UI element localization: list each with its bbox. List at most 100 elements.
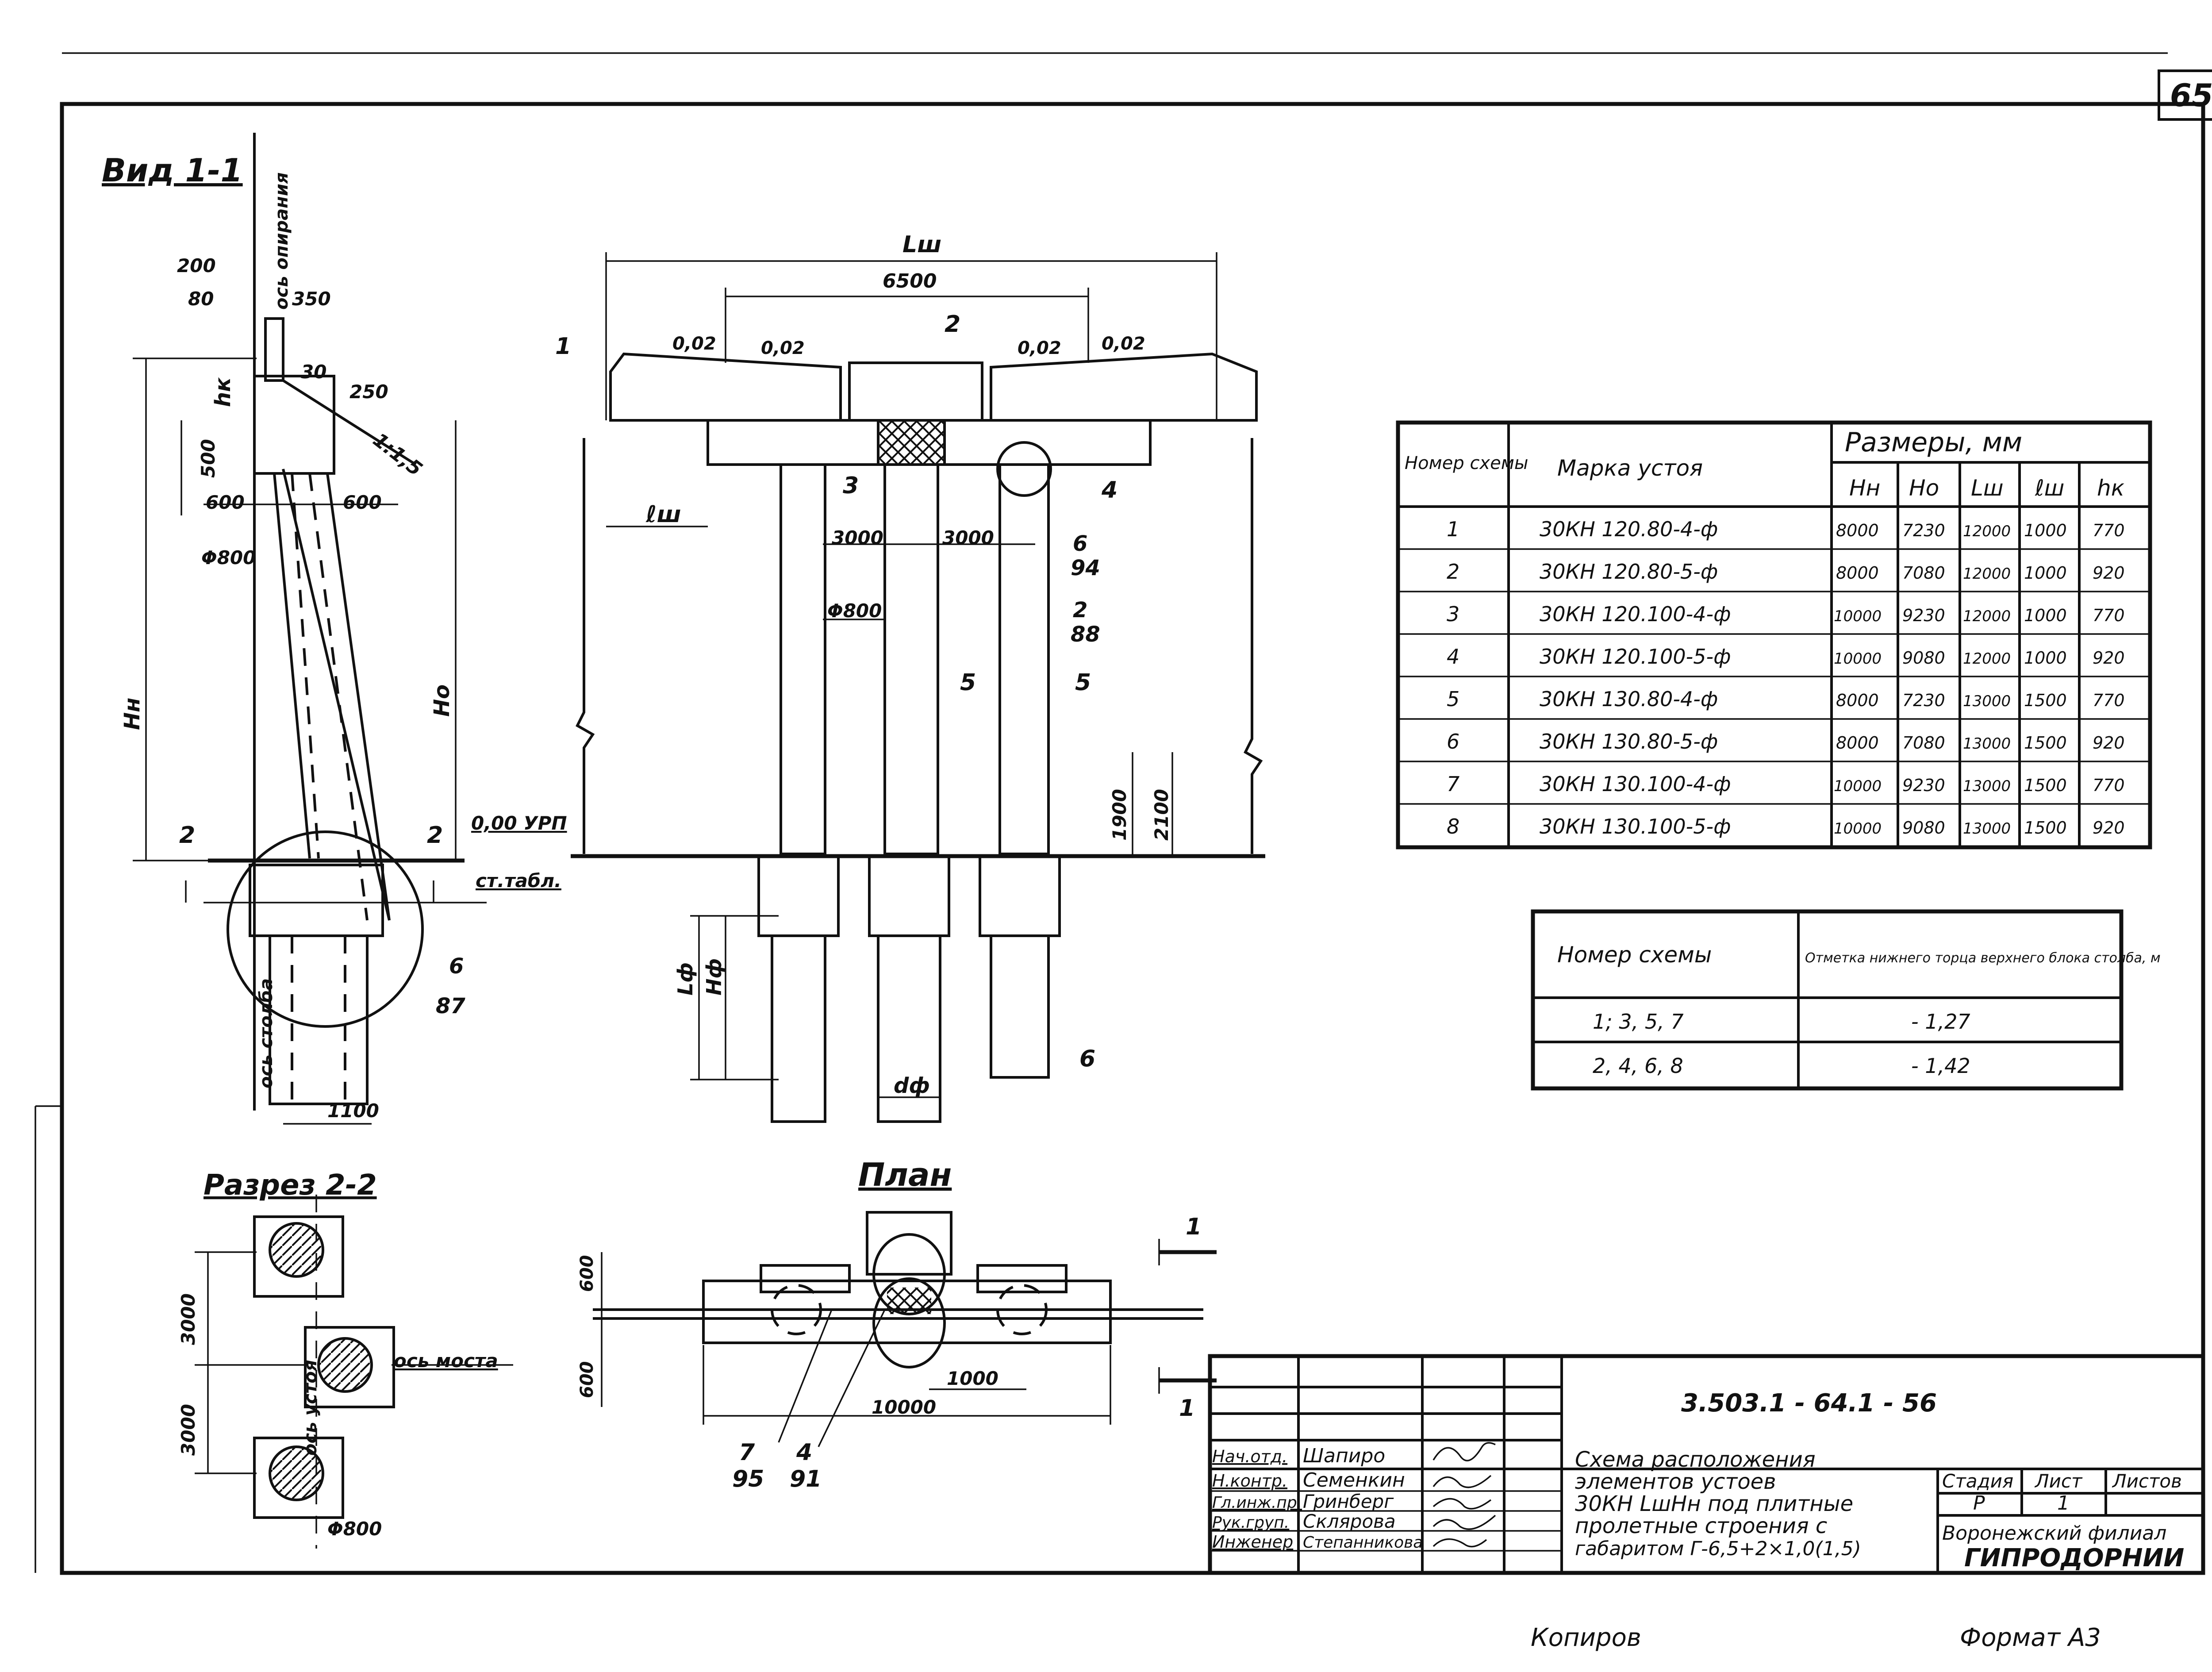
dims-row-6-lsh-small: 1500 bbox=[2024, 733, 2067, 753]
view-1-1-title: Вид 1-1 bbox=[102, 152, 243, 189]
dim-2100: 2100 bbox=[1151, 789, 1172, 841]
callout-2-right: 2 bbox=[1073, 598, 1087, 623]
dim-phi800-side: Φ800 bbox=[201, 547, 256, 569]
callout-95: 95 bbox=[732, 1466, 764, 1492]
h-f-label: Нф bbox=[702, 958, 726, 996]
callout-87: 87 bbox=[436, 994, 465, 1019]
dims-row-4-num: 4 bbox=[1447, 645, 1459, 669]
bottom-right-note: Формат А3 bbox=[1960, 1623, 2101, 1652]
callout-7-plan: 7 bbox=[739, 1439, 755, 1466]
levels-row-1-level: - 1,27 bbox=[1911, 1010, 1970, 1034]
view-1-1 bbox=[133, 133, 487, 1125]
dims-row-4-hk: 920 bbox=[2093, 648, 2125, 668]
callout-3-front: 3 bbox=[843, 473, 859, 499]
dims-col-header-0: Номер схемы bbox=[1405, 453, 1528, 473]
tb-org-line-2: ГИПРОДОРНИИ bbox=[1964, 1544, 2184, 1572]
callout-91: 91 bbox=[790, 1466, 822, 1492]
callout-2-front: 2 bbox=[945, 311, 960, 338]
dim-200: 200 bbox=[177, 255, 216, 277]
dims-row-8-lsh-small: 1500 bbox=[2024, 818, 2067, 838]
dims-row-1-hk: 770 bbox=[2093, 521, 2125, 540]
dims-row-3-mark: 30КН 120.100-4-ф bbox=[1540, 602, 1731, 626]
dims-row-2-mark: 30КН 120.80-5-ф bbox=[1540, 560, 1718, 584]
dims-sub-header-0: Нн bbox=[1849, 475, 1880, 501]
callout-6-front: 6 bbox=[1073, 531, 1087, 556]
dims-row-7-mark: 30КН 130.100-4-ф bbox=[1540, 772, 1731, 796]
dimensions-table bbox=[1396, 420, 2152, 849]
signatures bbox=[1432, 1442, 1496, 1548]
dims-row-6-hk: 920 bbox=[2093, 733, 2125, 753]
page-number: 65 bbox=[2170, 77, 2212, 114]
dim-500: 500 bbox=[197, 439, 219, 478]
dims-row-1-hn: 8000 bbox=[1836, 521, 1879, 540]
plan-dim-600-bottom: 600 bbox=[577, 1361, 597, 1399]
section-dim-phi800: Φ800 bbox=[327, 1518, 382, 1540]
callout-1-front: 1 bbox=[555, 333, 571, 360]
dims-row-3-hn: 10000 bbox=[1834, 607, 1882, 625]
callout-94: 94 bbox=[1071, 556, 1100, 580]
tb-role-3: Рук.груп. bbox=[1212, 1514, 1289, 1532]
dims-row-1-lsh: 12000 bbox=[1963, 523, 2011, 540]
dims-sub-header-4: hк bbox=[2097, 475, 2124, 501]
callout-4-front: 4 bbox=[1101, 477, 1118, 504]
callout-88: 88 bbox=[1071, 622, 1100, 647]
dims-row-5-lsh: 13000 bbox=[1963, 692, 2011, 710]
dim-600-right: 600 bbox=[343, 492, 382, 513]
slope-002-2: 0,02 bbox=[761, 338, 805, 358]
levels-col-header-0: Номер схемы bbox=[1557, 942, 1712, 968]
l-f-label: Lф bbox=[673, 962, 697, 996]
bottom-left-note: Копиров bbox=[1531, 1623, 1641, 1652]
dim-250: 250 bbox=[349, 381, 388, 403]
dims-row-6-num: 6 bbox=[1447, 730, 1459, 753]
dims-row-7-lsh-small: 1500 bbox=[2024, 776, 2067, 795]
dims-row-2-num: 2 bbox=[1447, 560, 1459, 584]
tb-name-4: Степанникова bbox=[1303, 1534, 1423, 1552]
plan-dim-10000: 10000 bbox=[872, 1396, 936, 1418]
sheet-frame bbox=[35, 52, 2212, 1575]
dims-row-8-lsh: 13000 bbox=[1963, 820, 2011, 838]
axis-bridge-label: ось моста bbox=[394, 1350, 498, 1372]
axis-support-label: ось опирания bbox=[272, 172, 292, 310]
plan-dim-1000: 1000 bbox=[947, 1368, 998, 1389]
dims-row-5-num: 5 bbox=[1447, 687, 1459, 711]
tb-desc-2: 30КН LшНн под плитные bbox=[1575, 1491, 1853, 1516]
dims-row-3-ho: 9230 bbox=[1902, 606, 1945, 625]
callout-6-bottom: 6 bbox=[1079, 1045, 1095, 1072]
dims-row-5-ho: 7230 bbox=[1902, 691, 1945, 710]
dims-row-2-lsh: 12000 bbox=[1963, 565, 2011, 583]
callout-6-side: 6 bbox=[449, 954, 464, 979]
tb-sheet-value: 1 bbox=[2057, 1492, 2070, 1514]
dim-phi800-front: Φ800 bbox=[827, 600, 882, 622]
levels-row-1-scheme: 1; 3, 5, 7 bbox=[1593, 1010, 1684, 1034]
dims-sub-header-1: Но bbox=[1909, 475, 1939, 501]
dim-30: 30 bbox=[301, 361, 326, 383]
dims-row-5-hn: 8000 bbox=[1836, 691, 1879, 710]
dims-row-4-ho: 9080 bbox=[1902, 648, 1945, 668]
dims-row-3-num: 3 bbox=[1447, 602, 1459, 626]
levels-col-header-1: Отметка нижнего торца верхнего блока сто… bbox=[1805, 950, 2161, 966]
dims-row-2-hk: 920 bbox=[2093, 563, 2125, 583]
tb-role-1: Н.контр. bbox=[1212, 1471, 1287, 1491]
dims-row-7-num: 7 bbox=[1447, 772, 1459, 796]
h-o-label: Но bbox=[430, 684, 454, 717]
dims-row-7-ho: 9230 bbox=[1902, 776, 1945, 795]
plan-cut-1-bottom: 1 bbox=[1179, 1395, 1195, 1422]
plan-view bbox=[593, 1211, 1217, 1447]
dims-row-7-hk: 770 bbox=[2093, 776, 2125, 795]
title-block bbox=[1208, 1354, 2205, 1575]
l-sh-label: Lш bbox=[902, 231, 941, 258]
tb-desc-0: Схема расположения bbox=[1575, 1447, 1816, 1472]
dims-row-2-lsh-small: 1000 bbox=[2024, 563, 2067, 583]
slope-002-1: 0,02 bbox=[672, 334, 716, 354]
ground-level-label: 0,00 УРП bbox=[471, 812, 567, 834]
table-mark-label: ст.табл. bbox=[476, 870, 561, 892]
dims-row-3-lsh: 12000 bbox=[1963, 607, 2011, 625]
levels-row-2-scheme: 2, 4, 6, 8 bbox=[1593, 1054, 1683, 1078]
dims-row-7-hn: 10000 bbox=[1834, 777, 1882, 795]
plan-title: План bbox=[858, 1156, 952, 1193]
dims-row-1-mark: 30КН 120.80-4-ф bbox=[1540, 517, 1718, 541]
callout-4-plan: 4 bbox=[796, 1439, 812, 1466]
dim-600-left: 600 bbox=[206, 492, 245, 513]
cut-2-right: 2 bbox=[427, 822, 443, 849]
